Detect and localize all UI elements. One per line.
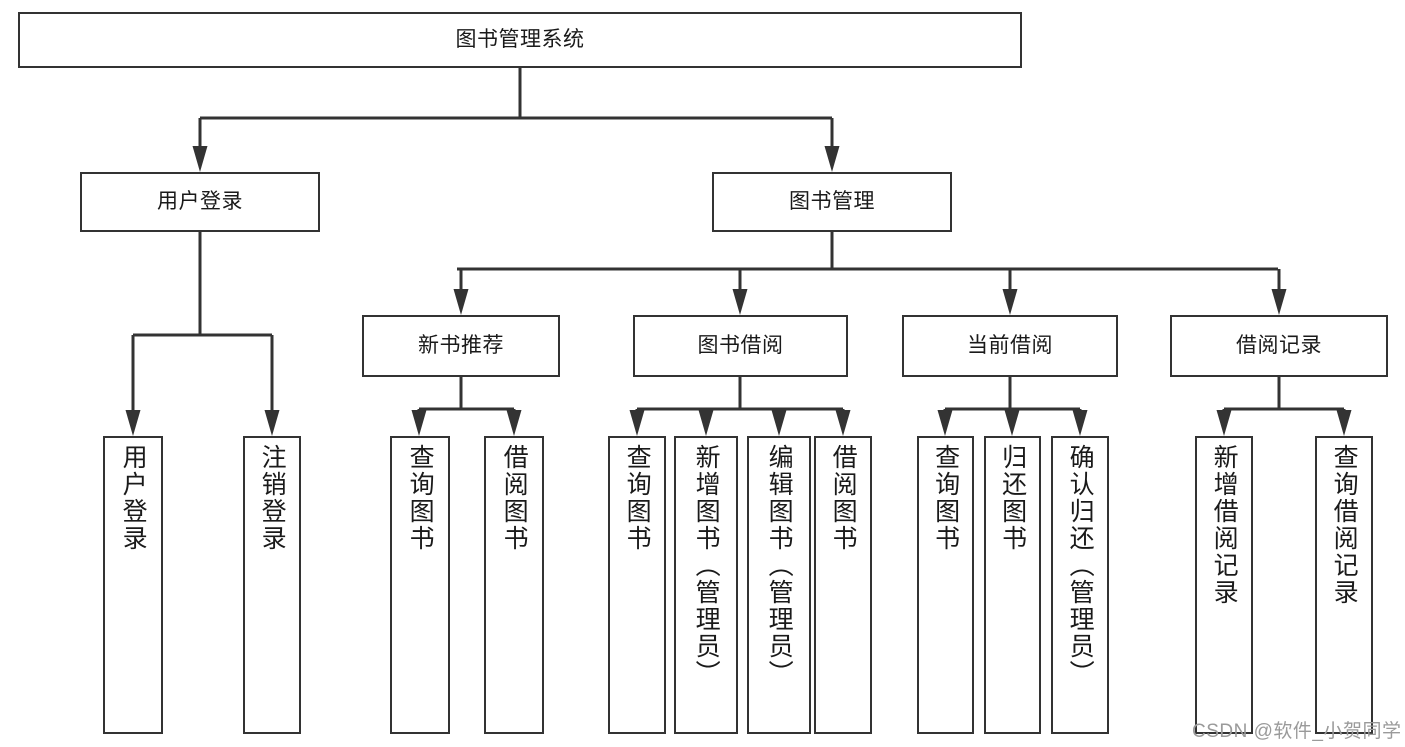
leaf-confirm-return[interactable]: 确认归还（管理员） xyxy=(1051,436,1109,734)
leaf-user-login-label: 用户登录 xyxy=(119,444,148,552)
arrow-to-leaf-confirm-return-head xyxy=(1072,410,1088,436)
arrow-to-user-login-head xyxy=(192,146,208,172)
arrow-to-leaf-query-book-1-head xyxy=(411,410,427,436)
arrow-to-borrow-record-head xyxy=(1271,289,1287,315)
node-book-borrow-label: 图书借阅 xyxy=(697,333,784,357)
node-current-borrow[interactable]: 当前借阅 xyxy=(902,315,1118,377)
leaf-return-book[interactable]: 归还图书 xyxy=(984,436,1041,734)
leaf-query-book-3-label: 查询图书 xyxy=(931,444,960,552)
leaf-query-book-2-label: 查询图书 xyxy=(623,444,652,552)
arrow-to-leaf-add-book-head xyxy=(698,410,714,436)
arrow-to-leaf-query-book-2-head xyxy=(629,410,645,436)
leaf-return-book-label: 归还图书 xyxy=(998,444,1027,552)
leaf-query-borrow-record[interactable]: 查询借阅记录 xyxy=(1315,436,1373,734)
leaf-edit-book[interactable]: 编辑图书（管理员） xyxy=(747,436,811,734)
node-user-login[interactable]: 用户登录 xyxy=(80,172,320,232)
leaf-query-book-1[interactable]: 查询图书 xyxy=(390,436,450,734)
arrow-to-leaf-query-record-head xyxy=(1336,410,1352,436)
leaf-user-login[interactable]: 用户登录 xyxy=(103,436,163,734)
leaf-query-book-1-label: 查询图书 xyxy=(406,444,435,552)
arrow-to-leaf-return-book-head xyxy=(1004,410,1020,436)
arrow-to-leaf-add-record-head xyxy=(1216,410,1232,436)
node-book-borrow[interactable]: 图书借阅 xyxy=(633,315,848,377)
arrow-to-leaf-edit-book-head xyxy=(771,410,787,436)
arrow-to-book-manage-head xyxy=(824,146,840,172)
leaf-add-book[interactable]: 新增图书（管理员） xyxy=(674,436,738,734)
leaf-borrow-book-1-label: 借阅图书 xyxy=(500,444,529,552)
node-current-borrow-label: 当前借阅 xyxy=(967,333,1053,357)
node-new-book-recommend-label: 新书推荐 xyxy=(418,333,504,357)
node-root[interactable]: 图书管理系统 xyxy=(18,12,1022,68)
leaf-borrow-book-1[interactable]: 借阅图书 xyxy=(484,436,544,734)
leaf-borrow-book-2[interactable]: 借阅图书 xyxy=(814,436,872,734)
node-borrow-record[interactable]: 借阅记录 xyxy=(1170,315,1388,377)
node-user-login-label: 用户登录 xyxy=(157,189,243,213)
leaf-add-book-label: 新增图书（管理员） xyxy=(692,444,721,687)
node-borrow-record-label: 借阅记录 xyxy=(1236,333,1322,357)
arrow-to-leaf-user-login-head xyxy=(125,410,141,436)
arrow-to-leaf-logout-head xyxy=(264,410,280,436)
leaf-confirm-return-label: 确认归还（管理员） xyxy=(1066,444,1095,687)
arrow-to-leaf-borrow-book-1-head xyxy=(506,410,522,436)
leaf-borrow-book-2-label: 借阅图书 xyxy=(829,444,858,552)
node-root-label: 图书管理系统 xyxy=(455,27,585,51)
leaf-edit-book-label: 编辑图书（管理员） xyxy=(765,444,794,687)
leaf-logout[interactable]: 注销登录 xyxy=(243,436,301,734)
arrow-to-new-book-rec-head xyxy=(453,289,469,315)
node-book-manage-label: 图书管理 xyxy=(789,189,875,213)
leaf-logout-label: 注销登录 xyxy=(258,444,287,552)
arrow-to-leaf-borrow-book-2-head xyxy=(835,410,851,436)
arrow-to-current-borrow-head xyxy=(1002,289,1018,315)
node-new-book-recommend[interactable]: 新书推荐 xyxy=(362,315,560,377)
leaf-add-borrow-record[interactable]: 新增借阅记录 xyxy=(1195,436,1253,734)
leaf-add-borrow-record-label: 新增借阅记录 xyxy=(1210,444,1239,606)
node-book-manage[interactable]: 图书管理 xyxy=(712,172,952,232)
arrow-to-book-borrow-head xyxy=(732,289,748,315)
leaf-query-borrow-record-label: 查询借阅记录 xyxy=(1330,444,1359,606)
leaf-query-book-3[interactable]: 查询图书 xyxy=(917,436,974,734)
leaf-query-book-2[interactable]: 查询图书 xyxy=(608,436,666,734)
csdn-watermark: CSDN @软件_小贺同学 xyxy=(1192,721,1402,742)
arrow-to-leaf-query-book-3-head xyxy=(937,410,953,436)
